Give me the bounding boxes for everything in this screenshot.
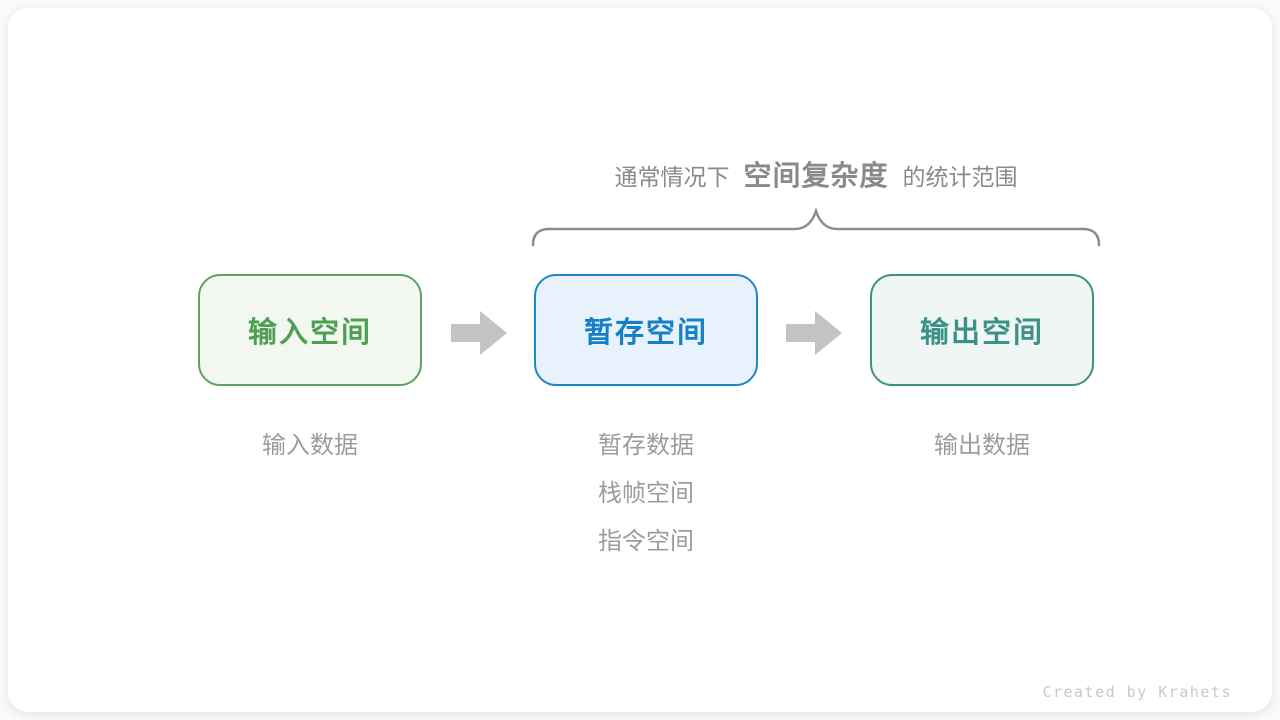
label-temp-data: 暂存数据 bbox=[598, 432, 694, 459]
label-output-data: 输出数据 bbox=[934, 432, 1030, 459]
label-instruction-space: 指令空间 bbox=[598, 528, 694, 555]
scope-title: 通常情况下 空间复杂度 的统计范围 bbox=[531, 154, 1101, 198]
box-temp-space-label: 暂存空间 bbox=[583, 317, 708, 349]
title-highlight: 空间复杂度 bbox=[743, 160, 889, 191]
label-stack-frame-space: 栈帧空间 bbox=[598, 480, 694, 507]
title-prefix: 通常情况下 bbox=[614, 164, 730, 190]
curly-brace-icon bbox=[531, 207, 1101, 247]
arrow-right-icon bbox=[786, 311, 842, 355]
arrow-right-icon bbox=[451, 311, 507, 355]
box-output-space: 输出空间 bbox=[870, 274, 1094, 386]
box-temp-space: 暂存空间 bbox=[534, 274, 758, 386]
box-input-space: 输入空间 bbox=[198, 274, 422, 386]
box-output-space-label: 输出空间 bbox=[919, 317, 1044, 349]
label-input-data: 输入数据 bbox=[262, 432, 358, 459]
diagram-card: 通常情况下 空间复杂度 的统计范围 输入空间 暂存空间 输出空间 输入数据 bbox=[8, 8, 1272, 712]
credit-text: Created by Krahets bbox=[1042, 683, 1232, 701]
annotations-temp-column: 暂存数据 栈帧空间 指令空间 bbox=[534, 422, 758, 566]
box-input-space-label: 输入空间 bbox=[247, 317, 372, 349]
annotations-output-column: 输出数据 bbox=[870, 422, 1094, 470]
annotations-input-column: 输入数据 bbox=[198, 422, 422, 470]
title-suffix: 的统计范围 bbox=[902, 164, 1018, 190]
